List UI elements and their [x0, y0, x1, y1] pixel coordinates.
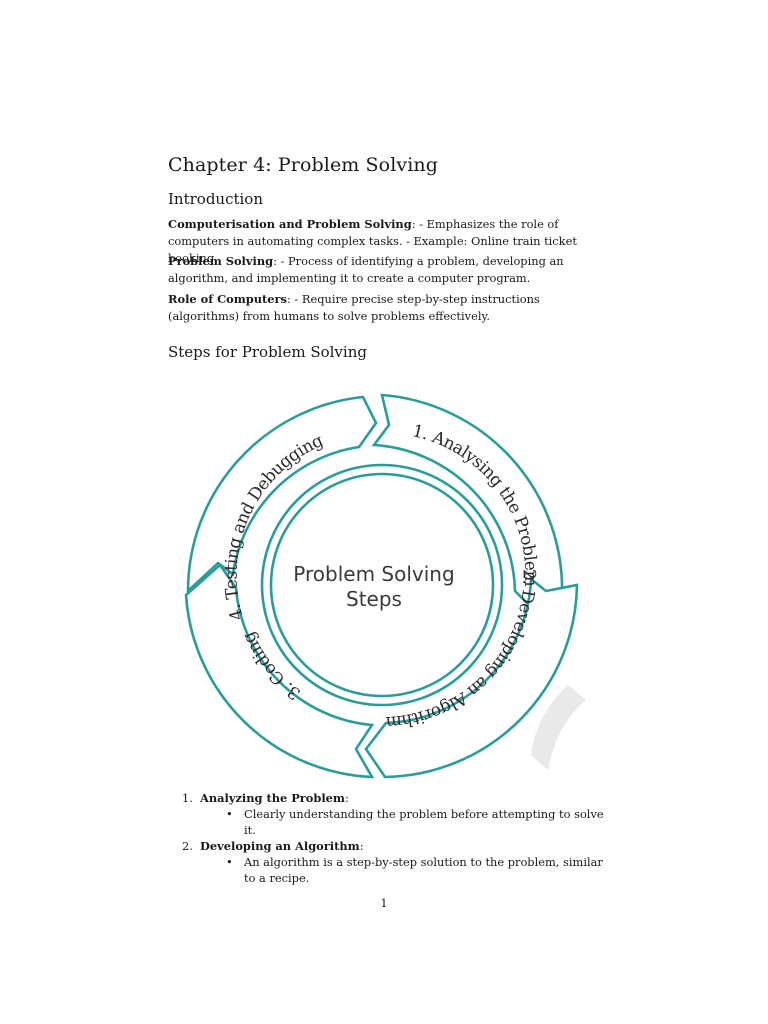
- list-item: 2. Developing an Algorithm: • An algorith…: [182, 838, 612, 886]
- cycle-ring: [184, 393, 579, 779]
- list-item: 1. Analyzing the Problem: • Clearly under…: [182, 790, 612, 838]
- watermark-shape: [531, 685, 586, 770]
- definition: : - Require precise step-by-step instruc…: [168, 292, 540, 323]
- center-label-line1: Problem Solving: [293, 562, 454, 586]
- steps-list: 1. Analyzing the Problem: • Clearly under…: [182, 790, 612, 886]
- page-number: 1: [380, 896, 388, 910]
- term: Computerisation and Problem Solving: [168, 217, 412, 231]
- definition: : - Emphasizes the role of computers in …: [168, 217, 577, 265]
- chapter-title: Chapter 4: Problem Solving: [168, 154, 438, 176]
- paragraph-role-of-computers: Role of Computers: - Require precise ste…: [168, 291, 608, 325]
- paragraph-problem-solving: Problem Solving: - Process of identifyin…: [168, 253, 608, 287]
- term: Problem Solving: [168, 254, 274, 268]
- segment-testing: [186, 395, 378, 594]
- step-details: • An algorithm is a step-by-step solution…: [200, 854, 612, 886]
- step-details: • Clearly understanding the problem befor…: [200, 806, 612, 838]
- segment-coding: [184, 563, 375, 779]
- term: Role of Computers: [168, 292, 287, 306]
- step-title-suffix: :: [344, 791, 349, 805]
- step-detail: Clearly understanding the problem before…: [244, 807, 604, 837]
- step-title-suffix: :: [359, 839, 364, 853]
- step-detail: An algorithm is a step-by-step solution …: [244, 855, 603, 885]
- paragraph-computerisation: Computerisation and Problem Solving: - E…: [168, 216, 608, 267]
- segment-developing: [364, 576, 579, 779]
- problem-solving-cycle-diagram: Problem Solving Steps 4. Testing and Deb…: [177, 393, 586, 779]
- step-title: Developing an Algorithm: [200, 839, 360, 853]
- list-number: 1.: [182, 791, 193, 805]
- bullet-icon: •: [226, 855, 233, 869]
- list-item: • Clearly understanding the problem befor…: [226, 806, 612, 838]
- section-heading-steps: Steps for Problem Solving: [168, 343, 367, 361]
- center-label-line2: Steps: [346, 587, 402, 611]
- section-heading-introduction: Introduction: [168, 190, 263, 208]
- center-circle-inner: [269, 472, 495, 698]
- step-title: Analyzing the Problem: [200, 791, 345, 805]
- list-item: • An algorithm is a step-by-step solution…: [226, 854, 612, 886]
- definition: : - Process of identifying a problem, de…: [168, 254, 564, 285]
- list-number: 2.: [182, 839, 193, 853]
- bullet-icon: •: [226, 807, 233, 821]
